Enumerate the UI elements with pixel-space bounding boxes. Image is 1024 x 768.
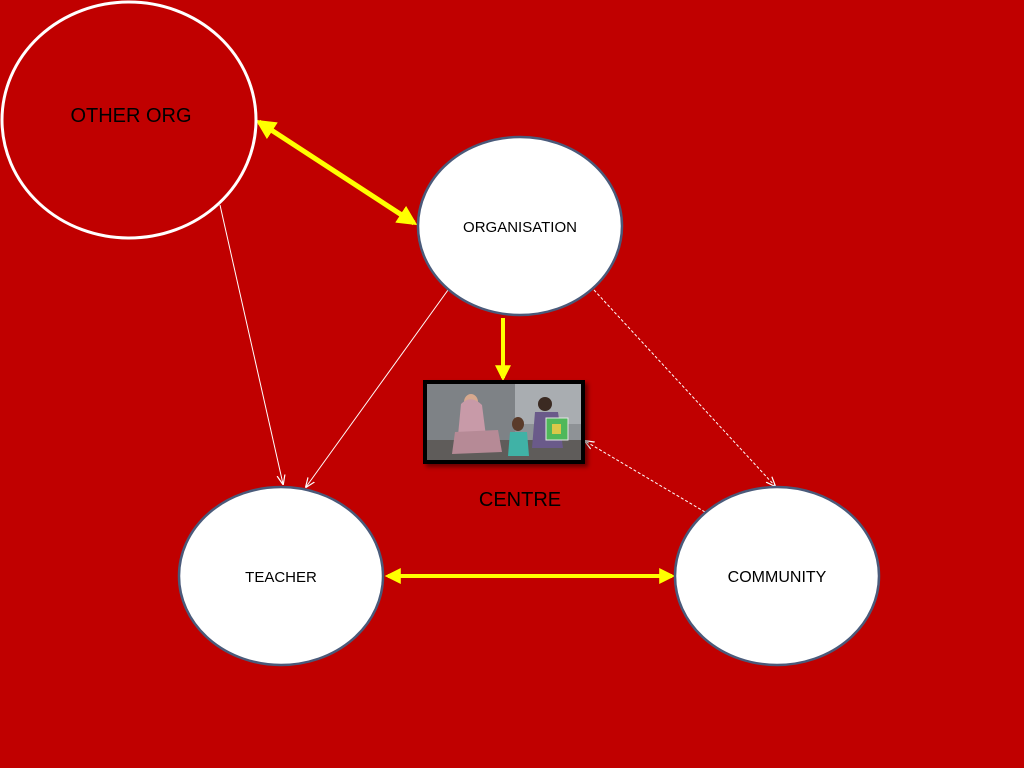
node-teacher-shape [177,485,385,667]
node-community-label: COMMUNITY [728,569,827,586]
edge-organisation-community [593,289,775,486]
centre-photo-image [427,384,581,460]
node-organisation-shape [416,135,624,317]
node-organisation-label: ORGANISATION [463,219,577,236]
node-organisation[interactable]: ORGANISATION [416,135,624,317]
node-community-shape [673,485,881,667]
node-other-org[interactable]: OTHER ORG [0,0,258,240]
centre-photo[interactable] [423,380,585,464]
edge-otherorg-organisation [255,119,418,226]
node-teacher-label: TEACHER [245,569,317,586]
node-other-org-shape [0,0,258,240]
edge-community-centre [585,441,706,513]
centre-label: CENTRE [479,489,561,511]
node-teacher[interactable]: TEACHER [177,485,385,667]
node-community[interactable]: COMMUNITY [673,485,881,667]
edge-organisation-teacher [306,289,449,487]
edge-otherorg-teacher [219,204,283,484]
node-other-org-label: OTHER ORG [70,105,191,127]
